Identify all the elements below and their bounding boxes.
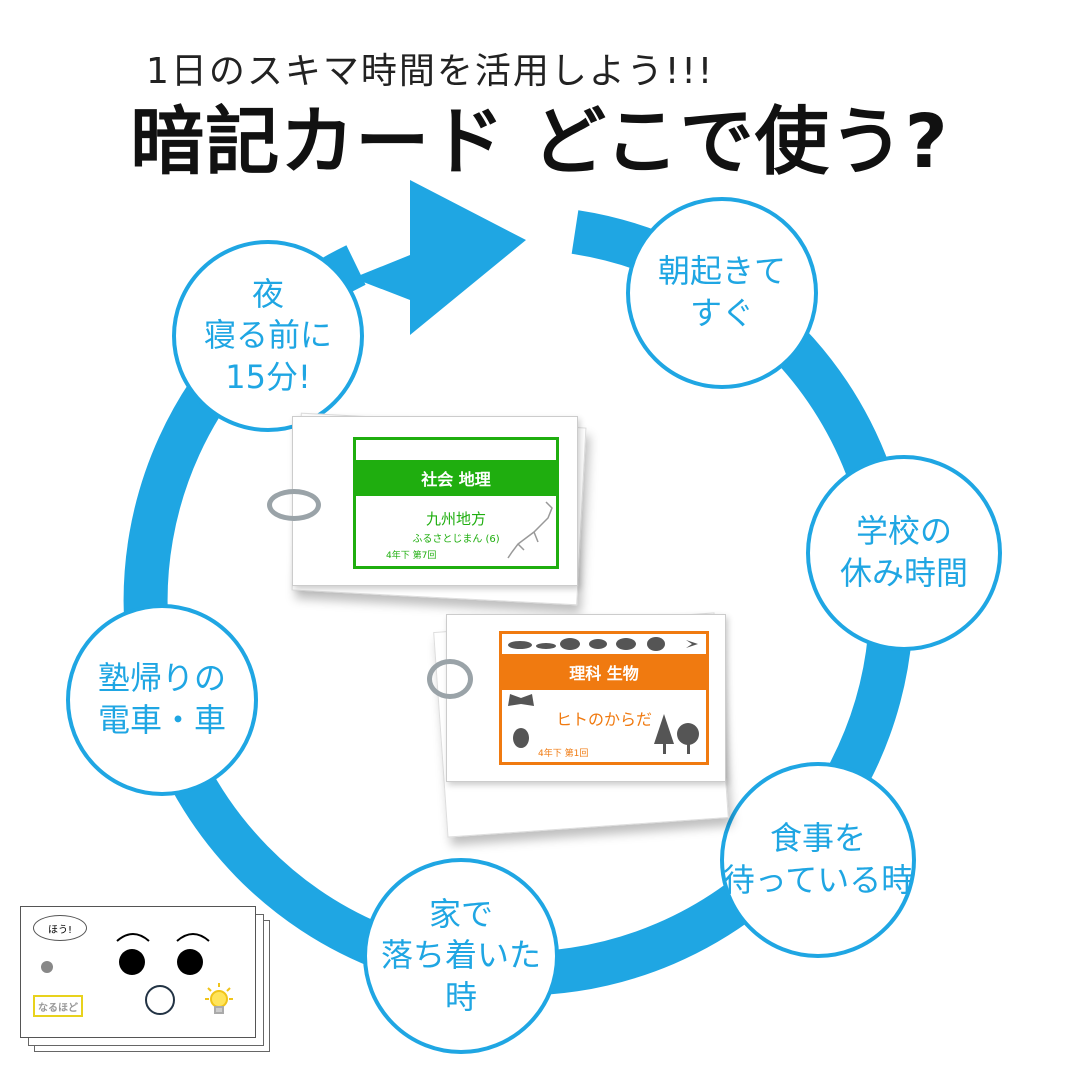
mouth-icon — [145, 985, 175, 1015]
mascot-label: なるほど — [33, 995, 83, 1017]
dot-icon — [41, 961, 53, 973]
social-card-subtitle: ふるさとじまん (6) — [412, 534, 500, 545]
bubble-text: 待っている時 — [722, 861, 914, 899]
page-title: 暗記カード どこで使う? — [130, 99, 949, 185]
social-card-frame: 社会 地理 九州地方 ふるさとじまん (6) 4年下 第7回 — [353, 437, 559, 569]
bubble-text: 家で — [428, 894, 493, 933]
science-card-title: ヒトのからだ — [555, 710, 652, 729]
japan-map-icon — [507, 501, 553, 559]
bubble-meal: 食事を 待っている時 — [720, 762, 916, 958]
bubble-text: 食事を — [769, 819, 866, 858]
bubble-night: 夜 寝る前に 15分! — [172, 240, 364, 432]
bubble-text: 15分! — [225, 357, 311, 396]
bubble-train: 塾帰りの 電車・車 — [66, 604, 258, 796]
bubble-text: 電車・車 — [97, 701, 226, 739]
speech-bubble: ほう! — [33, 915, 87, 941]
tree-icon — [654, 714, 699, 754]
bubble-text: 学校の — [855, 512, 952, 551]
bubble-school: 学校の 休み時間 — [806, 455, 1002, 651]
social-card-footer: 4年下 第7回 — [386, 551, 437, 561]
science-card-footer: 4年下 第1回 — [538, 749, 589, 759]
science-card: 理科 生物 ヒトのからだ 4年下 第1回 — [427, 614, 726, 782]
binder-ring-icon — [267, 489, 321, 521]
mascot-card: ほう! なるほど — [20, 906, 256, 1038]
science-card-frame: 理科 生物 ヒトのからだ 4年下 第1回 — [499, 631, 709, 765]
bubble-home: 家で 落ち着いた 時 — [363, 858, 559, 1054]
bubble-text: すぐ — [689, 294, 754, 332]
bubble-text: 時 — [444, 977, 477, 1016]
butterfly-beetle-icon — [508, 694, 534, 748]
bubble-text: 落ち着いた — [380, 936, 541, 975]
bubble-text: 寝る前に — [203, 316, 332, 355]
bubble-text: 朝起きて — [657, 252, 786, 291]
bubble-text: 夜 — [251, 274, 284, 313]
left-eye-icon — [119, 949, 145, 975]
bubble-text: 塾帰りの — [97, 659, 226, 698]
binder-ring-icon — [427, 659, 473, 699]
bubble-morning: 朝起きて すぐ — [626, 197, 818, 389]
eyebrows-icon — [116, 933, 210, 942]
page-subtitle: 1日のスキマ時間を活用しよう!!! — [146, 51, 715, 92]
animal-silhouettes-icon — [508, 637, 698, 651]
bubble-text: 休み時間 — [839, 554, 968, 592]
lightbulb-icon — [205, 983, 233, 1014]
social-card: 社会 地理 九州地方 ふるさとじまん (6) 4年下 第7回 — [267, 416, 578, 586]
science-card-header: 理科 生物 — [502, 654, 706, 690]
cycle-arrowhead — [353, 180, 526, 335]
right-eye-icon — [177, 949, 203, 975]
social-card-header: 社会 地理 — [356, 460, 556, 496]
cycle-arc — [123, 210, 914, 996]
social-card-title: 九州地方 — [425, 510, 486, 528]
